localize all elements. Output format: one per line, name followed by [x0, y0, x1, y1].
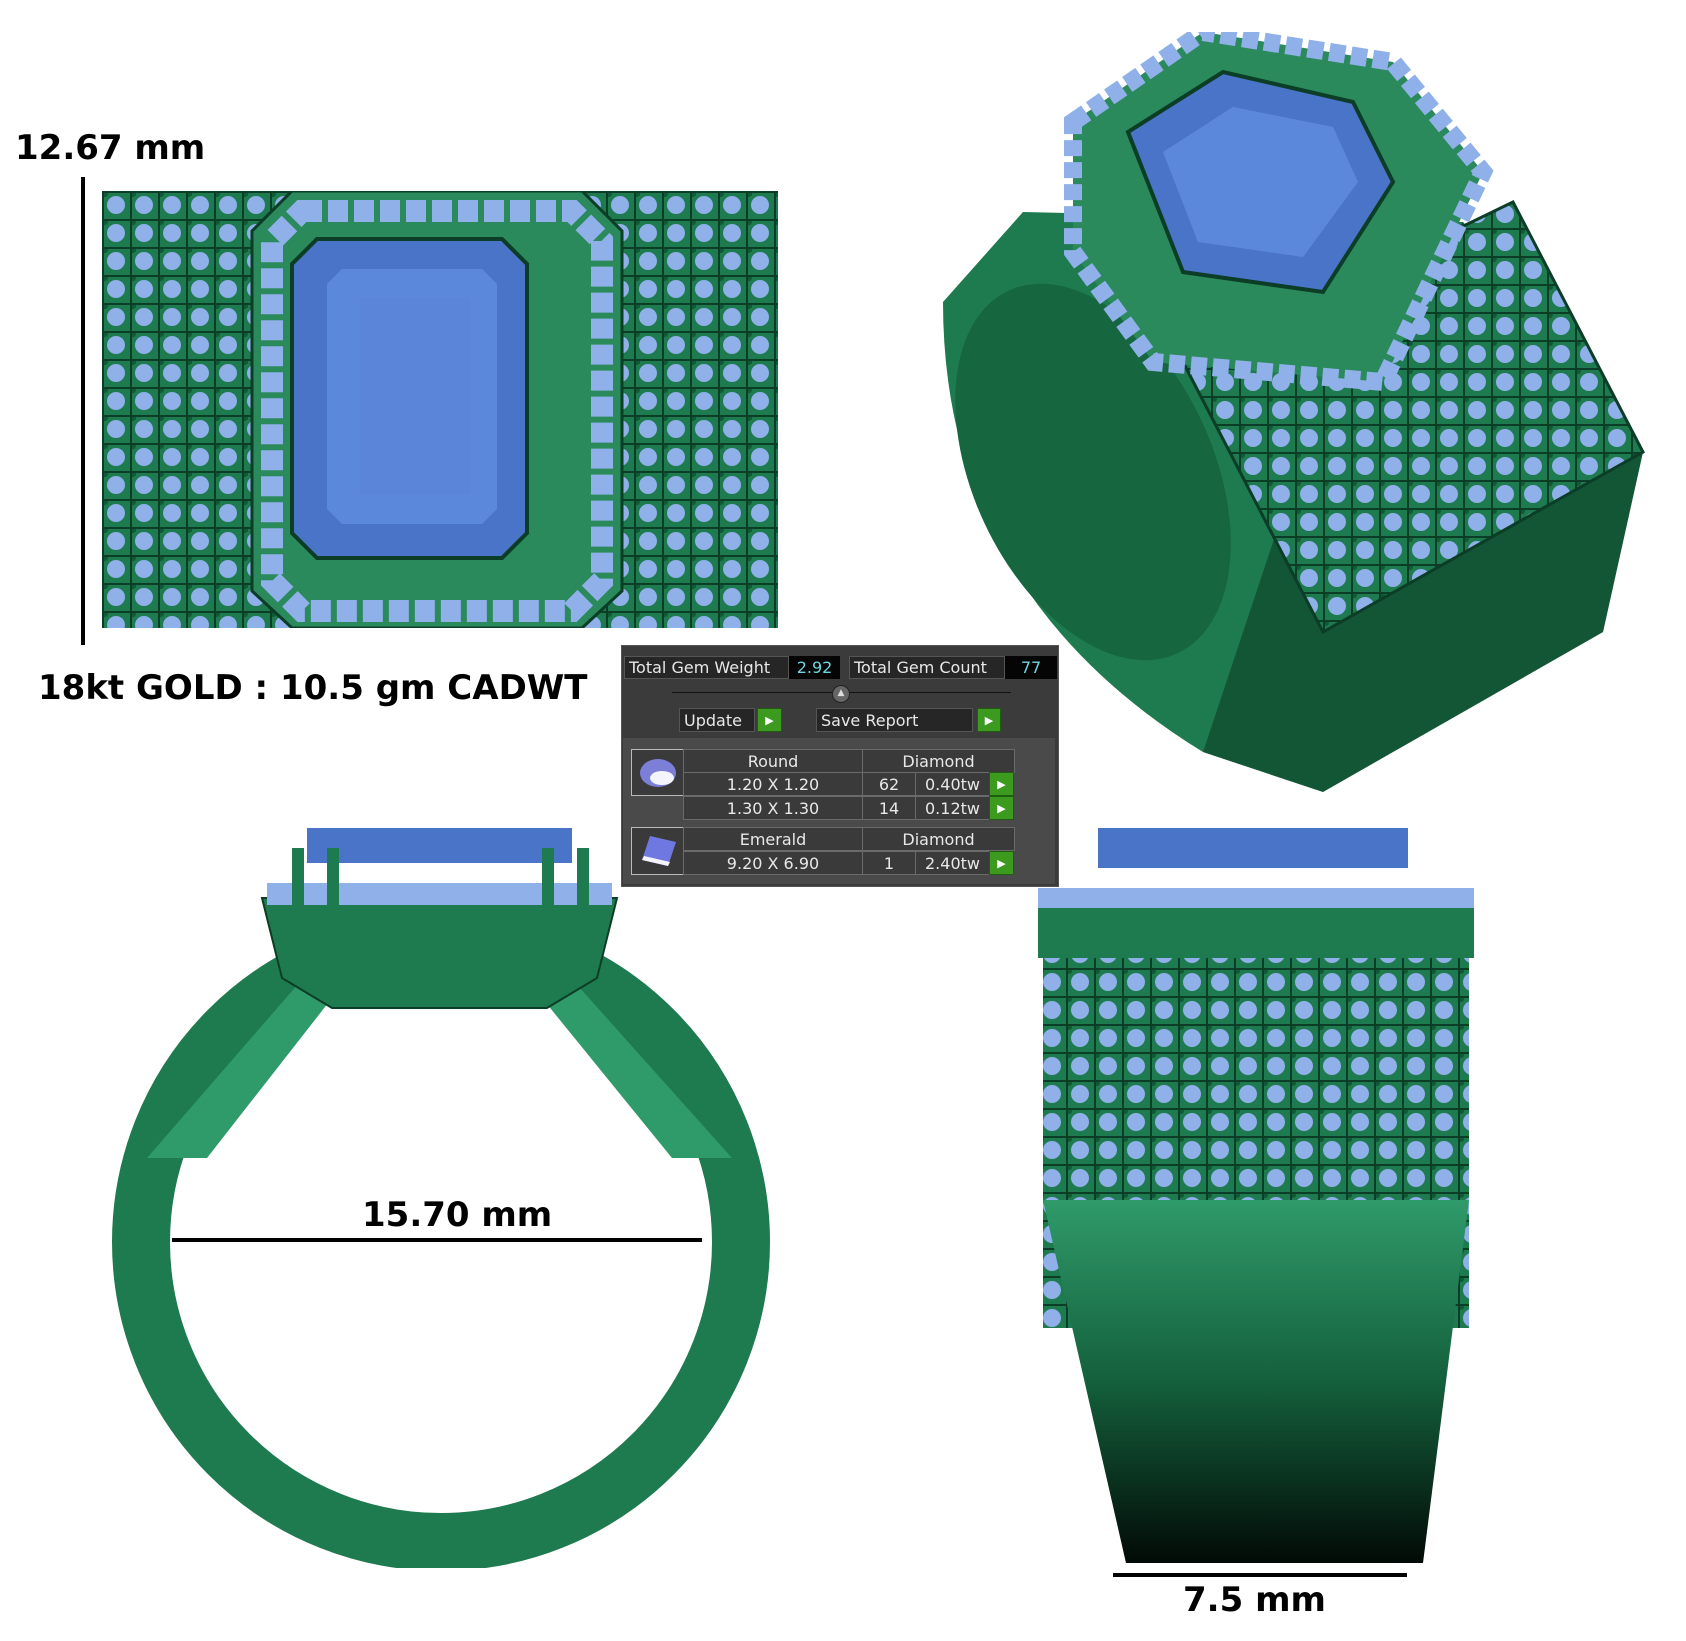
- total-gem-count-label: Total Gem Count: [849, 656, 1005, 679]
- play-icon: ▶: [984, 713, 994, 727]
- gem-weight-cell: 2.40tw: [915, 851, 990, 875]
- gem-shape-cell: Round: [683, 749, 863, 773]
- save-report-button[interactable]: Save Report: [816, 708, 973, 732]
- height-dimension-line: [81, 177, 85, 645]
- gem-shape-cell: Emerald: [683, 827, 863, 851]
- shank-width-label: 7.5 mm: [1183, 1580, 1326, 1620]
- save-report-play-button[interactable]: ▶: [977, 708, 1001, 732]
- inner-diameter-line: [172, 1238, 702, 1242]
- ring-front-view: [1038, 828, 1474, 1563]
- gem-weight-cell: 0.12tw: [915, 796, 990, 820]
- gem-size-cell: 1.30 X 1.30: [683, 796, 863, 820]
- total-gem-weight-value: 2.92: [789, 656, 840, 679]
- collapse-toggle-icon[interactable]: ▲: [832, 685, 850, 703]
- total-gem-weight-label: Total Gem Weight: [624, 656, 789, 679]
- round-gem-icon: [631, 749, 684, 796]
- gem-count-cell: 14: [862, 796, 916, 820]
- play-icon: ▶: [765, 713, 774, 727]
- gem-row-play-button[interactable]: ▶: [989, 772, 1014, 796]
- emerald-gem-icon: [631, 827, 684, 875]
- gem-size-cell: 9.20 X 6.90: [683, 851, 863, 875]
- gem-weight-cell: 0.40tw: [915, 772, 990, 796]
- gem-type-cell: Diamond: [862, 827, 1015, 851]
- play-icon: ▶: [997, 856, 1006, 870]
- play-icon: ▶: [997, 777, 1006, 791]
- ring-top-view: [102, 191, 778, 628]
- update-button[interactable]: Update: [679, 708, 755, 732]
- gem-row-play-button[interactable]: ▶: [989, 851, 1014, 875]
- height-dimension-label: 12.67 mm: [15, 128, 206, 168]
- gem-size-cell: 1.20 X 1.20: [683, 772, 863, 796]
- update-play-button[interactable]: ▶: [757, 708, 782, 732]
- metal-weight-label: 18kt GOLD : 10.5 gm CADWT: [38, 668, 588, 708]
- ring-perspective-view: [943, 32, 1646, 792]
- play-icon: ▶: [997, 801, 1006, 815]
- total-gem-count-value: 77: [1005, 656, 1057, 679]
- gem-row-play-button[interactable]: ▶: [989, 796, 1014, 820]
- shank-width-line: [1113, 1573, 1407, 1577]
- inner-diameter-label: 15.70 mm: [362, 1195, 553, 1235]
- gem-type-cell: Diamond: [862, 749, 1015, 773]
- gem-count-cell: 62: [862, 772, 916, 796]
- gem-count-cell: 1: [862, 851, 916, 875]
- gem-report-panel: Total Gem Weight 2.92 Total Gem Count 77…: [621, 645, 1059, 887]
- ring-side-view: [112, 828, 770, 1568]
